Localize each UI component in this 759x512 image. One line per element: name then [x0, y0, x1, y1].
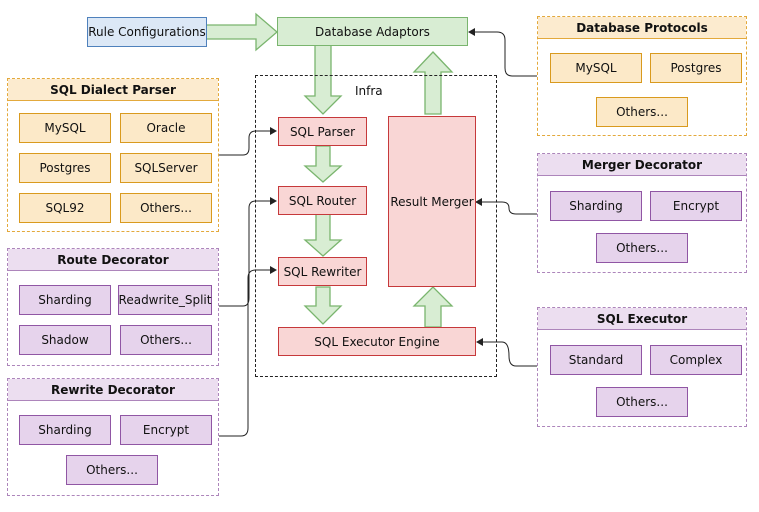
arrowhead-database-protocols [468, 28, 475, 36]
rewrite-encrypt: Encrypt [120, 415, 212, 445]
merger-decorator-title: Merger Decorator [538, 154, 746, 176]
dialect-sqlserver: SQLServer [120, 153, 212, 183]
rewrite-sharding: Sharding [19, 415, 111, 445]
merger-sharding: Sharding [550, 191, 642, 221]
sql-executor-group: SQL Executor [537, 307, 747, 427]
sql-rewriter-box: SQL Rewriter [278, 257, 367, 286]
connector-database-protocols [474, 31, 537, 77]
route-readwrite-split: Readwrite_Split [118, 285, 212, 315]
infra-container [255, 75, 497, 377]
executor-others: Others... [596, 387, 688, 417]
rewrite-decorator-title: Rewrite Decorator [8, 379, 218, 401]
sql-executor-title: SQL Executor [538, 308, 746, 330]
merger-others: Others... [596, 233, 688, 263]
dialect-postgres: Postgres [19, 153, 111, 183]
sql-parser-box: SQL Parser [278, 117, 367, 146]
merger-encrypt: Encrypt [650, 191, 742, 221]
executor-standard: Standard [550, 345, 642, 375]
protocol-postgres: Postgres [650, 53, 742, 83]
sql-dialect-parser-title: SQL Dialect Parser [8, 79, 218, 101]
route-others: Others... [120, 325, 212, 355]
rewrite-decorator-group: Rewrite Decorator [7, 378, 219, 496]
rule-configurations-box: Rule Configurations [87, 17, 207, 47]
route-shadow: Shadow [19, 325, 111, 355]
database-protocols-group: Database Protocols [537, 16, 747, 136]
rewrite-others: Others... [66, 455, 158, 485]
database-adaptors-box: Database Adaptors [277, 17, 468, 46]
result-merger-box: Result Merger [388, 116, 476, 287]
dialect-mysql: MySQL [19, 113, 111, 143]
executor-complex: Complex [650, 345, 742, 375]
infra-label: Infra [355, 84, 383, 98]
merger-decorator-group: Merger Decorator [537, 153, 747, 273]
database-protocols-title: Database Protocols [538, 17, 746, 39]
protocol-others: Others... [596, 97, 688, 127]
dialect-oracle: Oracle [120, 113, 212, 143]
dialect-others: Others... [120, 193, 212, 223]
sql-executor-engine-box: SQL Executor Engine [278, 327, 476, 356]
route-sharding: Sharding [19, 285, 111, 315]
arrow-rules-to-adaptors [205, 12, 278, 52]
protocol-mysql: MySQL [550, 53, 642, 83]
route-decorator-group: Route Decorator [7, 248, 219, 366]
sql-dialect-parser-group: SQL Dialect Parser [7, 78, 219, 232]
dialect-sql92: SQL92 [19, 193, 111, 223]
sql-router-box: SQL Router [278, 186, 367, 215]
route-decorator-title: Route Decorator [8, 249, 218, 271]
